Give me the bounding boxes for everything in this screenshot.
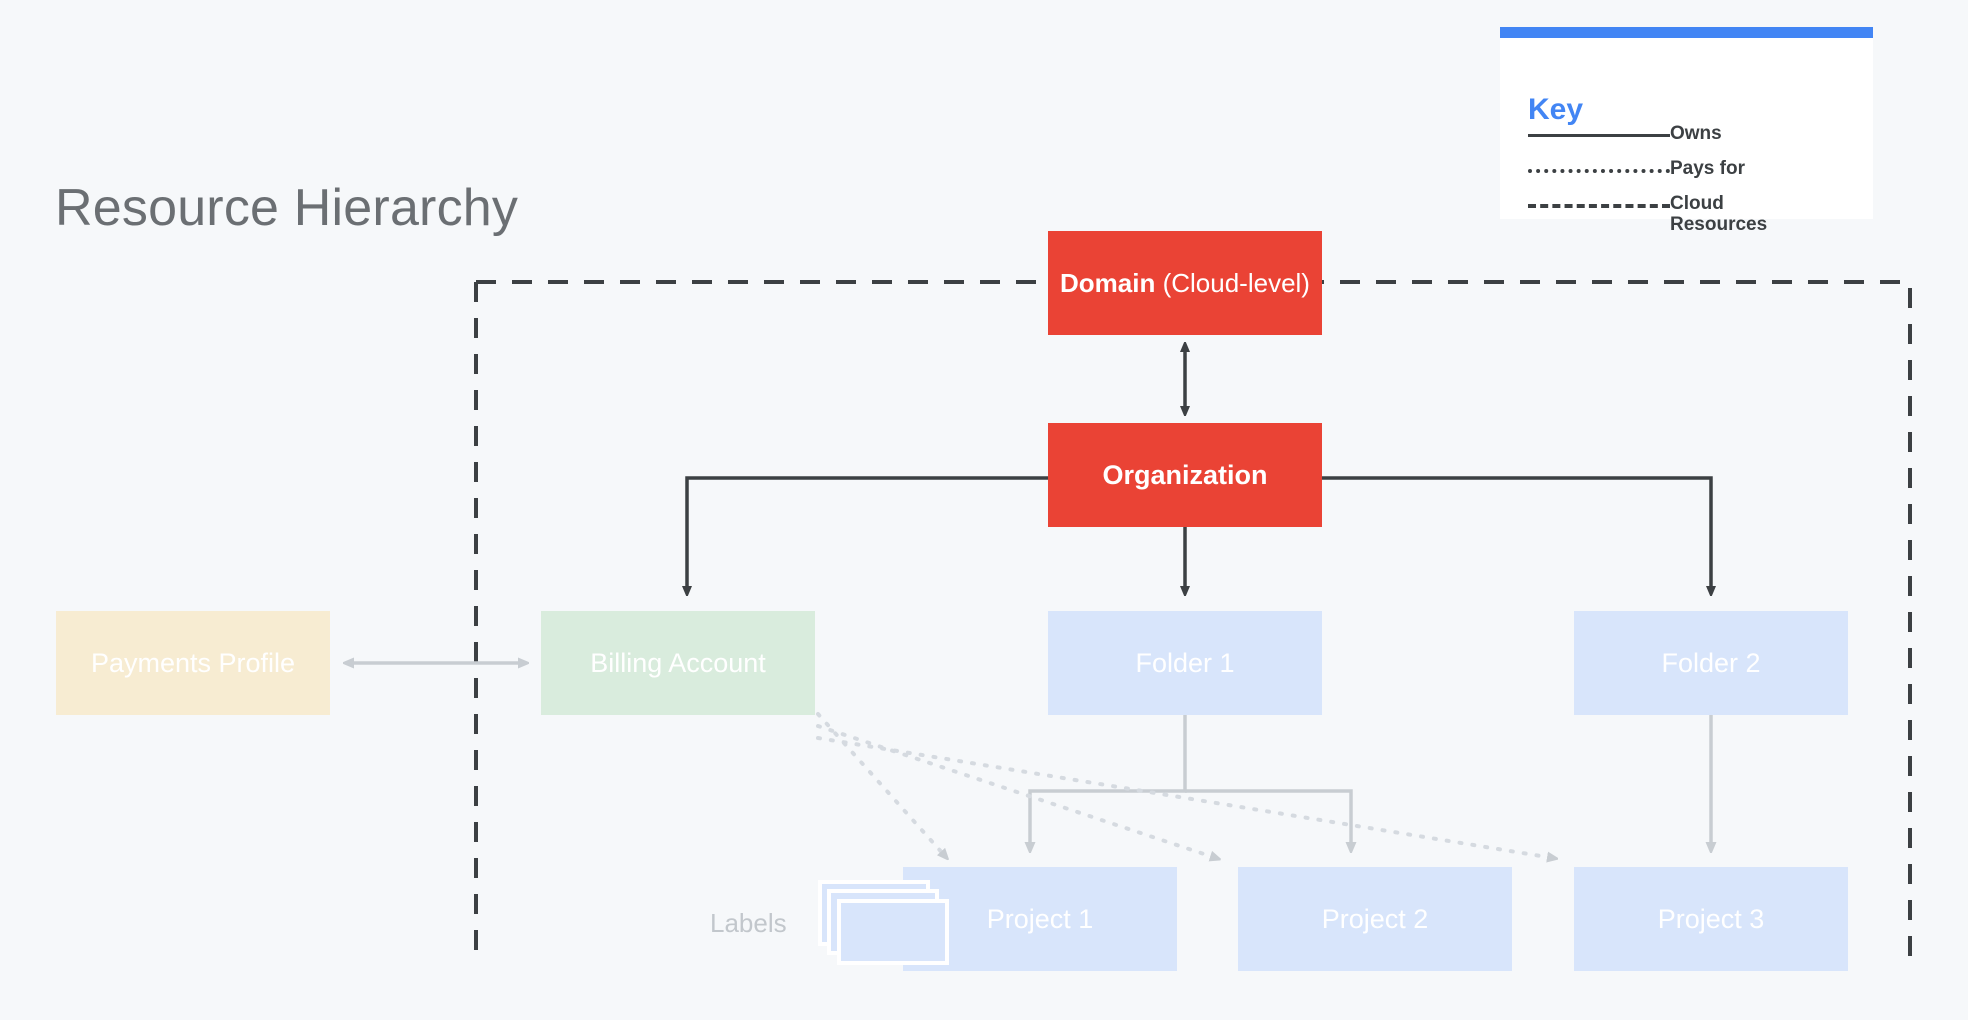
node-domain-label-bold: Domain — [1060, 267, 1156, 298]
node-domain-label: Domain (Cloud-level) — [1060, 268, 1310, 299]
key-label-cloud-resources-line2: Resources — [1670, 214, 1768, 236]
labels-stack-icon — [818, 880, 950, 966]
node-folder-1[interactable]: Folder 1 — [1048, 611, 1322, 715]
key-row-owns: Owns — [1528, 123, 1858, 145]
page-title: Resource Hierarchy — [55, 179, 519, 237]
solid-line-icon — [1528, 125, 1670, 145]
node-payments-profile-label: Payments Profile — [90, 647, 296, 678]
node-payments-profile[interactable]: Payments Profile — [56, 611, 330, 715]
node-folder-1-label: Folder 1 — [1135, 647, 1235, 678]
edge-organization-folder2 — [1322, 476, 1711, 592]
node-domain[interactable]: Domain (Cloud-level) — [1048, 231, 1322, 335]
edge-billing-project1 — [816, 712, 945, 856]
dotted-line-icon — [1528, 160, 1670, 180]
node-folder-2-label: Folder 2 — [1661, 647, 1761, 678]
edge-billing-project3 — [816, 736, 1553, 858]
edge-billing-project2 — [816, 724, 1216, 858]
dashed-line-icon — [1528, 195, 1670, 215]
key-row-pays-for: Pays for — [1528, 158, 1858, 180]
node-organization[interactable]: Organization — [1048, 423, 1322, 527]
node-folder-2[interactable]: Folder 2 — [1574, 611, 1848, 715]
label-card-front — [837, 899, 949, 965]
node-billing-account[interactable]: Billing Account — [541, 611, 815, 715]
key-label-owns: Owns — [1670, 123, 1722, 144]
node-billing-account-label: Billing Account — [590, 647, 766, 678]
node-project-2-label: Project 2 — [1321, 903, 1429, 934]
node-project-3-label: Project 3 — [1657, 903, 1765, 934]
node-project-1-label: Project 1 — [986, 903, 1094, 934]
labels-caption: Labels — [710, 908, 787, 938]
edge-folder1-project2 — [1185, 789, 1351, 848]
key-label-pays-for: Pays for — [1670, 158, 1745, 179]
node-project-3[interactable]: Project 3 — [1574, 867, 1848, 971]
node-domain-label-rest: (Cloud-level) — [1155, 267, 1310, 298]
key-title: Key — [1528, 93, 1584, 126]
key-accent-bar — [1500, 27, 1873, 38]
node-organization-label: Organization — [1102, 459, 1268, 490]
node-project-2[interactable]: Project 2 — [1238, 867, 1512, 971]
key-label-cloud-resources-line1: Cloud — [1670, 193, 1724, 214]
edge-organization-billing — [687, 476, 1048, 592]
edge-folder1-project1 — [1030, 715, 1187, 848]
